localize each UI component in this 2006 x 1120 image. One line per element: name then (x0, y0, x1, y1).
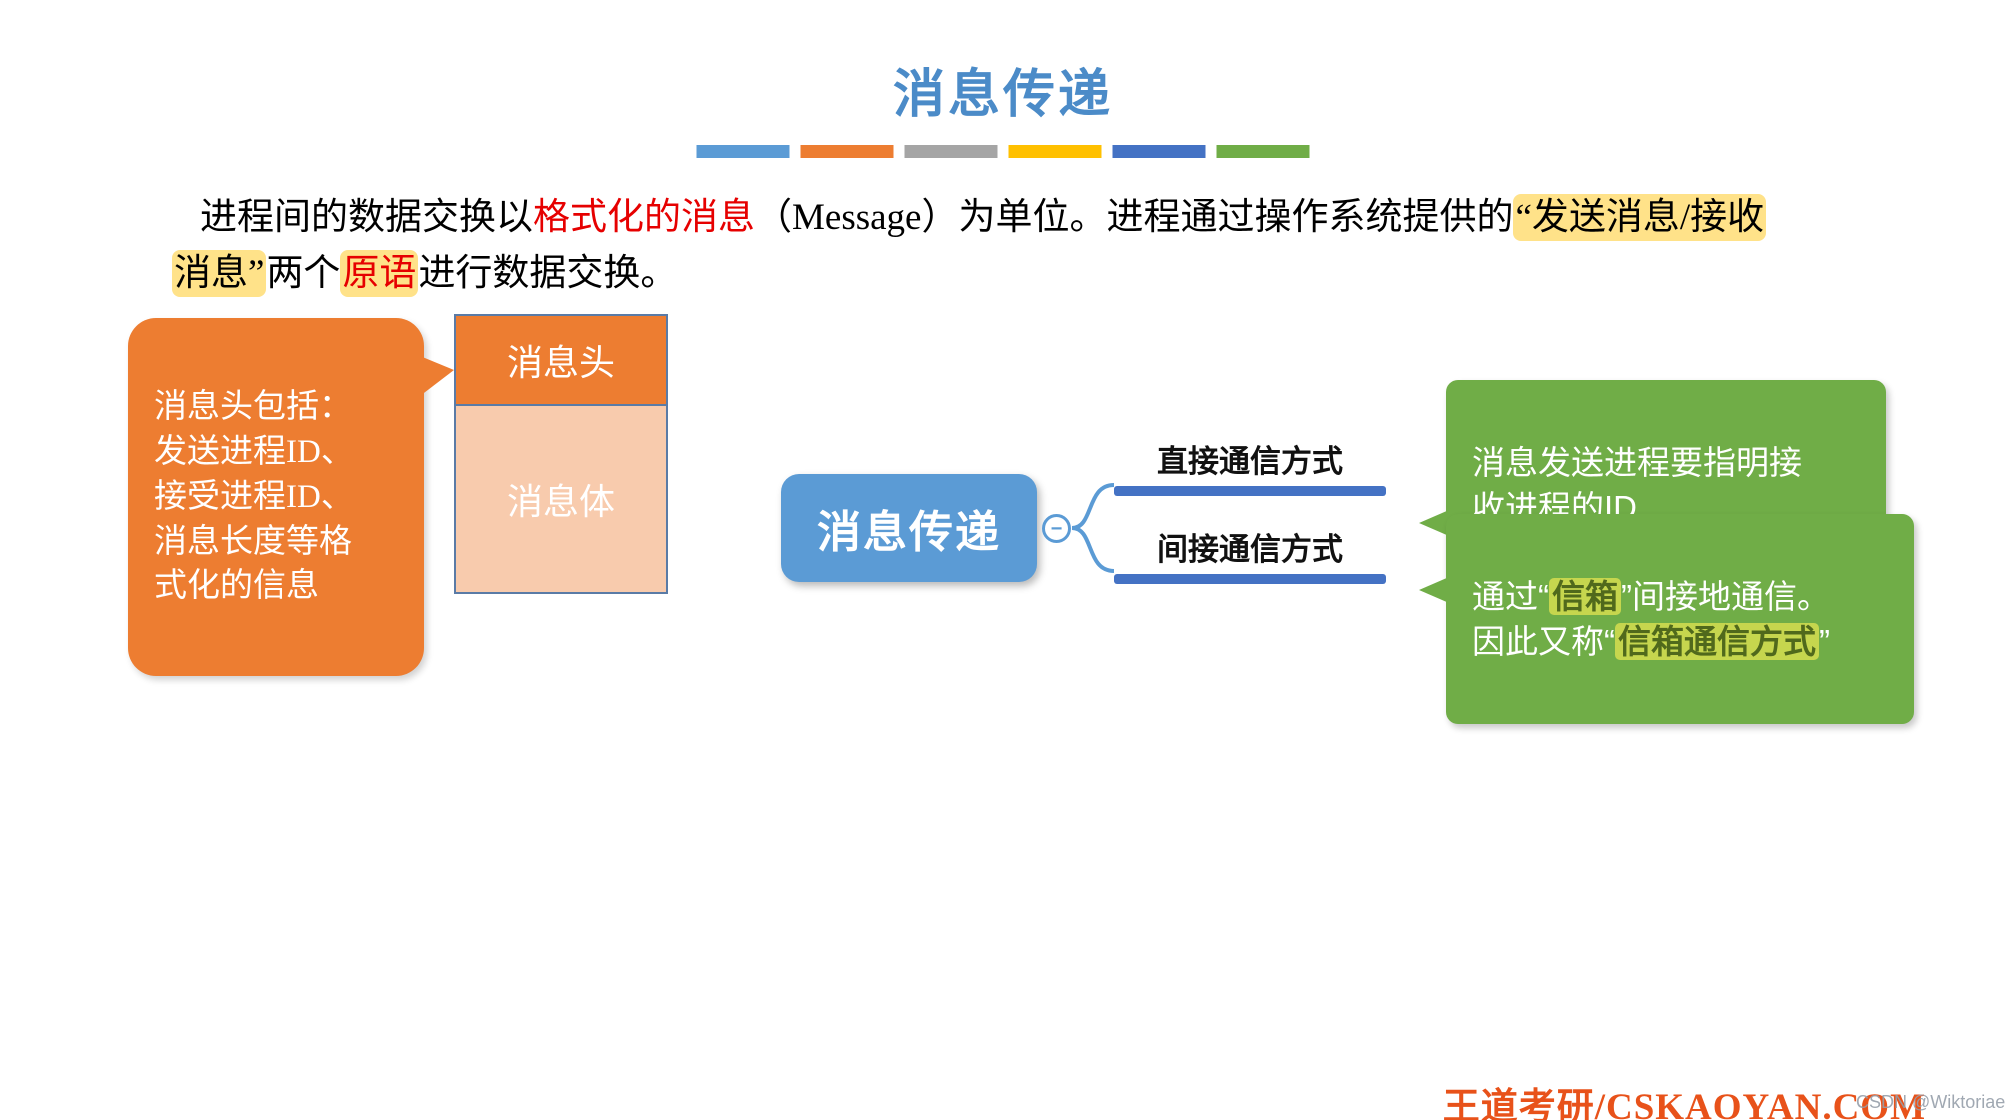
message-header-cell: 消息头 (456, 316, 666, 406)
divider-bars (696, 145, 1310, 158)
divider-bar-1 (696, 145, 790, 158)
brand-text: 王道考研/CSKAOYAN.COM (1442, 1087, 1926, 1120)
message-header-callout-text: 消息头包括： 发送进程ID、 接受进程ID、 消息长度等格 式化的信息 (154, 388, 354, 605)
intro-segment-highlight: 消息” (172, 249, 267, 297)
branch-indirect-label: 间接通信方式 (1157, 532, 1343, 567)
indirect-note-segment: ” (1819, 623, 1830, 661)
intro-segment-red-highlight: 原语 (340, 249, 419, 297)
intro-paragraph: 进程间的数据交换以格式化的消息（Message）为单位。进程通过操作系统提供的“… (172, 190, 1932, 301)
intro-segment: 进行数据交换。 (418, 252, 678, 294)
branch-indirect: 间接通信方式 (1114, 524, 1386, 584)
branch-connector (1071, 483, 1115, 573)
indirect-note-segment: ”间接地通信。 因此又称“ (1472, 577, 1830, 661)
message-header-callout: 消息头包括： 发送进程ID、 接受进程ID、 消息长度等格 式化的信息 (128, 318, 454, 677)
indirect-note-segment: 通过“ (1472, 577, 1549, 615)
divider-bar-3 (904, 145, 998, 158)
intro-segment-red: 格式化的消息 (533, 197, 755, 238)
message-structure-box: 消息头 消息体 (454, 314, 668, 594)
intro-segment: 进程间的数据交换以 (200, 197, 533, 238)
callout-tail-left (1419, 510, 1449, 537)
divider-bar-6 (1216, 145, 1310, 158)
intro-line-2: 消息”两个原语进行数据交换。 (172, 246, 1932, 302)
callout-tail-right (420, 356, 454, 396)
indirect-note-highlight: 信箱 (1549, 577, 1621, 615)
indirect-note-callout: 通过“信箱”间接地通信。 因此又称“信箱通信方式” (1419, 514, 1914, 725)
callout-tail-left (1419, 577, 1449, 604)
intro-segment: 两个 (266, 252, 341, 294)
branch-direct: 直接通信方式 (1114, 436, 1386, 496)
branch-direct-label: 直接通信方式 (1157, 444, 1343, 479)
intro-segment-highlight: “发送消息/接收 (1513, 194, 1767, 241)
collapse-minus-icon: − (1042, 514, 1071, 543)
intro-segment: （Message）为单位。进程通过操作系统提供的 (755, 197, 1514, 238)
indirect-note-highlight: 信箱通信方式 (1615, 623, 1819, 661)
branch-direct-bar (1114, 486, 1386, 496)
divider-bar-4 (1008, 145, 1102, 158)
divider-bar-2 (800, 145, 894, 158)
branch-indirect-bar (1114, 574, 1386, 584)
intro-line-1: 进程间的数据交换以格式化的消息（Message）为单位。进程通过操作系统提供的“… (172, 190, 1932, 246)
divider-bar-5 (1112, 145, 1206, 158)
page-title: 消息传递 (892, 66, 1113, 124)
mindmap-root-node: 消息传递 (781, 474, 1037, 582)
message-body-cell: 消息体 (456, 406, 666, 592)
watermark: CSDN @Wiktoriae (1856, 1092, 2006, 1112)
